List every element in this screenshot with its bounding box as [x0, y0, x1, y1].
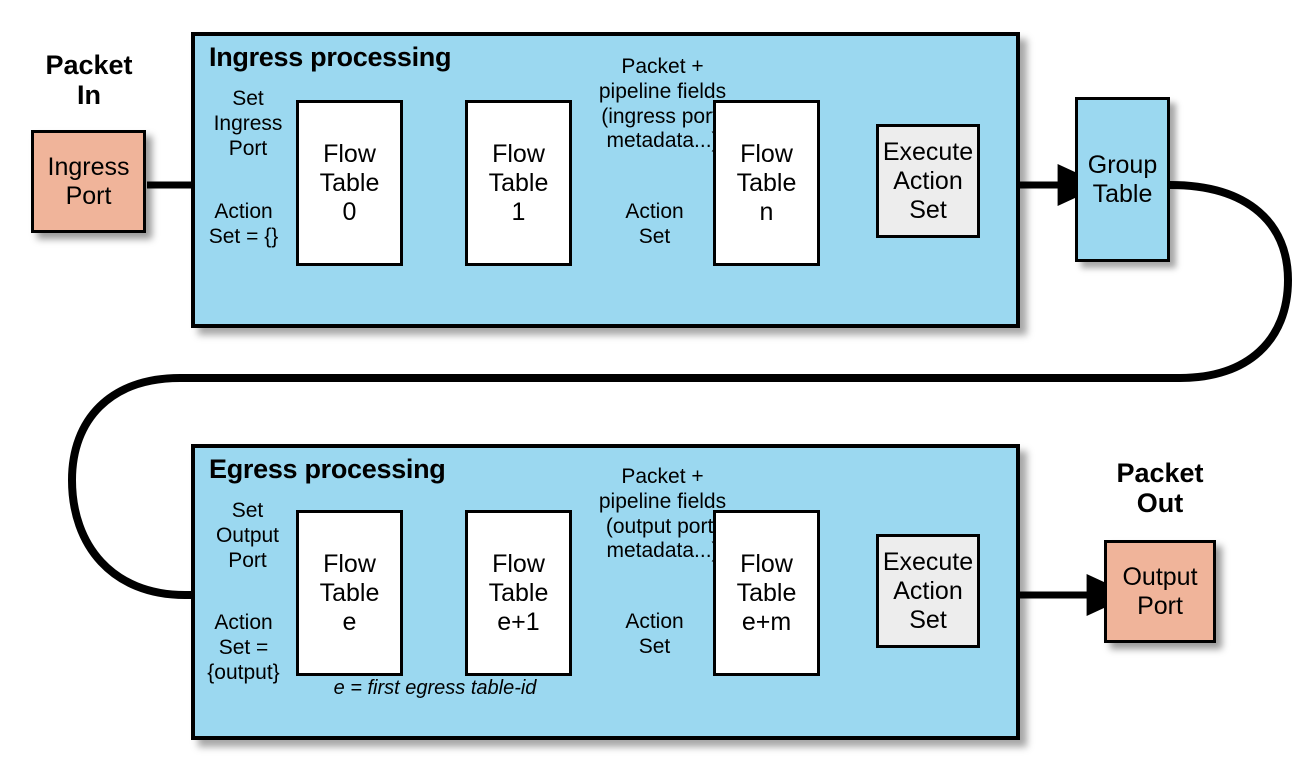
flow-table-box-1: Flow Table 1	[465, 100, 572, 266]
ingress-execute-action-set-box: Execute Action Set	[876, 124, 980, 238]
output-port-box: Output Port	[1104, 540, 1216, 643]
flow-table-n-line2: Table	[736, 168, 797, 197]
flow-table-box-n: Flow Table n	[713, 100, 820, 266]
set-ingress-port-label: Set Ingress Port	[213, 87, 283, 160]
egress-execute-action-set-box: Execute Action Set	[876, 534, 980, 648]
group-table-line2: Table	[1092, 179, 1153, 208]
flow-table-em-line3: e+m	[741, 607, 792, 636]
flow-table-e1-line2: Table	[488, 578, 549, 607]
ingress-port-box: Ingress Port	[31, 130, 146, 233]
flow-table-e-line2: Table	[319, 578, 380, 607]
set-output-port-label: Set Output Port	[215, 499, 280, 572]
ingress-port-box-label: Ingress Port	[47, 152, 130, 210]
ingress-execute-line2: Action	[893, 166, 963, 195]
flow-table-1-line1: Flow	[492, 139, 545, 168]
flow-table-n-line3: n	[759, 197, 774, 226]
flow-table-e-line1: Flow	[323, 549, 376, 578]
flow-table-box-0: Flow Table 0	[296, 100, 403, 266]
ingress-action-set-label: Action Set = {}	[208, 200, 279, 248]
packet-out-caption: Packet Out	[1116, 458, 1204, 519]
flow-table-e1-line3: e+1	[497, 607, 540, 636]
egress-panel-title: Egress processing	[209, 454, 446, 484]
ingress-pipeline-note: Packet + pipeline fields (ingress port, …	[598, 55, 727, 153]
egress-action-set-label: Action Set = {output}	[207, 611, 280, 684]
flow-table-0-line1: Flow	[323, 139, 376, 168]
flow-table-box-em: Flow Table e+m	[713, 510, 820, 676]
group-table-box: Group Table	[1075, 97, 1170, 262]
egress-execute-line1: Execute	[882, 547, 974, 576]
flow-table-e1-line1: Flow	[492, 549, 545, 578]
flow-table-0-line3: 0	[342, 197, 357, 226]
flow-table-em-line2: Table	[736, 578, 797, 607]
egress-pipeline-note: Packet + pipeline fields (output port, m…	[598, 465, 727, 563]
group-table-line1: Group	[1087, 150, 1158, 179]
flow-table-e-line3: e	[342, 607, 357, 636]
ingress-execute-line3: Set	[909, 195, 947, 224]
flow-table-em-line1: Flow	[740, 549, 793, 578]
ingress-panel-title: Ingress processing	[209, 42, 452, 72]
egress-mid-action-set-label: Action Set	[625, 610, 684, 658]
output-port-box-label: Output Port	[1122, 562, 1198, 620]
flow-table-1-line2: Table	[488, 168, 549, 197]
flow-table-box-e: Flow Table e	[296, 510, 403, 676]
ingress-execute-line1: Execute	[882, 137, 974, 166]
flow-table-0-line2: Table	[319, 168, 380, 197]
packet-in-caption: Packet In	[45, 50, 133, 111]
egress-execute-line3: Set	[909, 605, 947, 634]
flow-table-1-line3: 1	[511, 197, 526, 226]
ingress-mid-action-set-label: Action Set	[625, 200, 684, 248]
egress-execute-line2: Action	[893, 576, 963, 605]
egress-footnote: e = first egress table-id	[333, 677, 537, 699]
flow-table-box-e1: Flow Table e+1	[465, 510, 572, 676]
flow-table-n-line1: Flow	[740, 139, 793, 168]
